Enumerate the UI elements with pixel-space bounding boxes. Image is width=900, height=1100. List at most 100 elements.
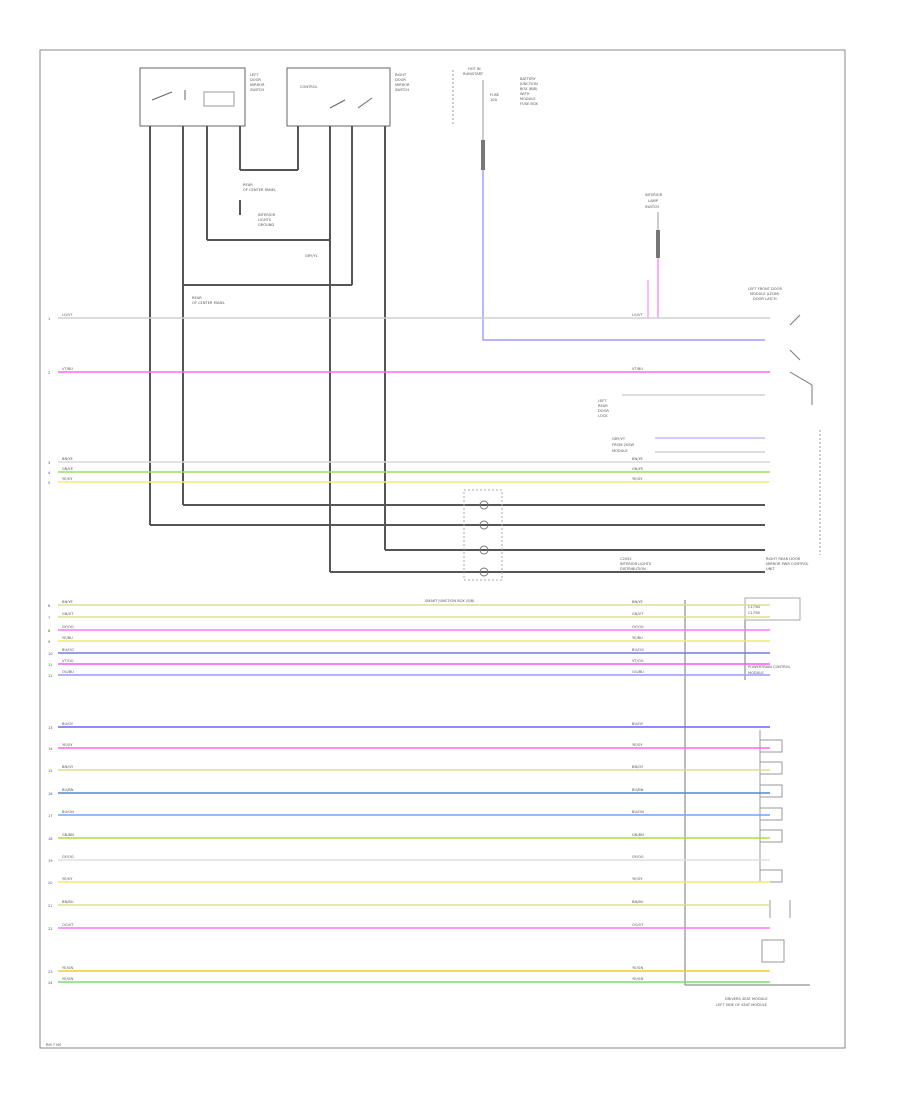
wire-number: 5 [48, 481, 50, 485]
wire-number: 11 [48, 663, 53, 667]
wire-number: 4 [48, 471, 51, 475]
wire-number: 23 [48, 970, 53, 974]
wire-label-right: GN/YE [632, 467, 644, 471]
interior-lamp-switch: INTERIOR LAMP SWITCH [645, 193, 663, 318]
wire-label-left: GY/OG [62, 855, 74, 859]
door-module-label-1: LEFT FRONT DOOR [748, 287, 782, 291]
wire-label-left: YE/GY [62, 477, 73, 481]
module-bottom-2: LEFT SIDE OF SEAT MODULE [716, 1003, 768, 1007]
wire-label-right: BU/OG [632, 648, 644, 652]
wire-number: 18 [48, 837, 53, 841]
left-switch-label-2: DOOR [250, 78, 261, 82]
connector-mid-label: SMART JUNCTION BOX (SJB) [425, 599, 475, 603]
lamp-label-3: SWITCH [645, 205, 659, 209]
ground-label-panel-2: LIGHTS [258, 218, 272, 222]
right-switch-label-3: MIRROR [395, 83, 410, 87]
fuse-note-4: WITH [520, 92, 530, 96]
wire-label-right: BN/YE [632, 600, 644, 604]
module-label-2: MODULE [748, 671, 764, 675]
diagram-border [39, 49, 846, 1049]
ground-labels: REAR OF CENTER PANEL INTERIOR LIGHTS GRO… [192, 183, 318, 305]
left-switch-label-3: MIRROR [250, 83, 265, 87]
wire-label-right: VT/OG [632, 659, 644, 663]
wire-number: 15 [48, 769, 53, 773]
wire-label-right: GY/OG [632, 855, 644, 859]
rear-lock-label-2: REAR [598, 404, 608, 408]
ground-label-upper-1: REAR [243, 183, 253, 187]
wire-label-right: GN/VT [632, 612, 644, 616]
module-label-1: POWERTRAIN CONTROL [748, 665, 791, 669]
lamp-label-2: LAMP [648, 199, 659, 203]
ground-point-label-2: FROM 20SW [612, 443, 634, 447]
wire-label-left: OG/VT [62, 923, 74, 927]
wire-number: 12 [48, 674, 53, 678]
wire-label-right: LG/VT [632, 313, 643, 317]
wire-number: 19 [48, 859, 53, 863]
wire-label-right: YE/GN [632, 977, 643, 981]
ground-point-label-3: MODULE [612, 449, 628, 453]
wire-label-left: YE/GN [62, 977, 73, 981]
wire-label-right: YE/GN [632, 966, 643, 970]
wire-number: 14 [48, 747, 53, 751]
ground-label-upper-2: OF CENTER PANEL [243, 188, 276, 192]
connector-c2-2: MIRROR PWR CONTROL [766, 562, 809, 566]
wire-number: 24 [48, 981, 53, 985]
right-switch-label-2: DOOR [395, 78, 406, 82]
wire-label-right: BN/GY [632, 765, 644, 769]
wire-label-right: VT/BU [632, 367, 643, 371]
wire-label-left: GN/YE [62, 467, 74, 471]
wire-fuse-feed [482, 170, 765, 341]
wire-label-left: LG/VT [62, 313, 73, 317]
module-pin-1: C175B [748, 605, 760, 609]
wire-number: 20 [48, 881, 53, 885]
wire-label-left: BN/YE [62, 600, 74, 604]
wire-number: 1 [48, 317, 50, 321]
wire-number: 9 [48, 640, 51, 644]
wire-label-right: YE/GY [632, 477, 643, 481]
right-door-mirror-switch: CONTROL RIGHT DOOR MIRROR SWITCH [286, 67, 410, 127]
right-switch-label-1: RIGHT [395, 73, 407, 77]
ground-point: GRY/VT FROM 20SW MODULE [612, 430, 821, 555]
rear-lock-label-3: DOOR [598, 409, 609, 413]
module-block: C175B C175B POWERTRAIN CONTROL MODULE DR… [684, 597, 810, 1007]
fuse-note-1: BATTERY [520, 77, 537, 81]
fuse-note-3: BOX (BJB) [520, 87, 538, 91]
wire-number: 17 [48, 814, 53, 818]
fuse-note-5: MODULE [520, 97, 536, 101]
ground-label-lower-2: OF CENTER PANEL [192, 301, 225, 305]
wire-number: 2 [48, 371, 50, 375]
ground-label-lower-1: REAR [192, 296, 202, 300]
footer-code: RM 7 NS [46, 1043, 62, 1047]
wire-label-left: GY/OG [62, 625, 74, 629]
wire-label-right: GN/BN [632, 833, 644, 837]
wire-label-left: GN/VT [62, 612, 74, 616]
lamp-label-1: INTERIOR [645, 193, 663, 197]
wire-label-left: BN/BU [62, 900, 74, 904]
connector-c1-1: C2052 [620, 557, 632, 561]
left-switch-label-4: SWITCH [250, 88, 264, 92]
wire-label-right: YE/BU [632, 636, 643, 640]
left-switch-label-1: LEFT [250, 73, 259, 77]
wire-number: 6 [48, 604, 51, 608]
fuse-block: HOT IN RUN/START FUSE 10A BATTERY JUNCTI… [452, 67, 538, 170]
wire-label-left: BN/YE [62, 457, 74, 461]
wire-label-left: BU/BN [62, 788, 74, 792]
connector-c1-3: DISTRIBUTION [620, 567, 646, 571]
fuse-label-1: FUSE [490, 93, 500, 97]
wire-label-left: VT/OG [62, 659, 74, 663]
wire-label-left: BU/GN [62, 810, 74, 814]
wire-label-right: YE/GY [632, 877, 643, 881]
connector-c2-1: RIGHT REAR DOOR [766, 557, 801, 561]
wire-number: 16 [48, 792, 53, 796]
wire-number: 13 [48, 726, 53, 730]
left-door-mirror-switch: LEFT DOOR MIRROR SWITCH [139, 67, 265, 127]
fuse-title-1: HOT IN [468, 67, 481, 71]
rear-lock-label-1: LEFT [598, 399, 607, 403]
wire-label-right: BN/YE [632, 457, 644, 461]
ground-label-middle: GRY/YL [305, 254, 318, 258]
wire-label-left: BU/GY [62, 722, 74, 726]
wire-number: 8 [48, 629, 51, 633]
wire-label-left: VT/BU [62, 367, 73, 371]
